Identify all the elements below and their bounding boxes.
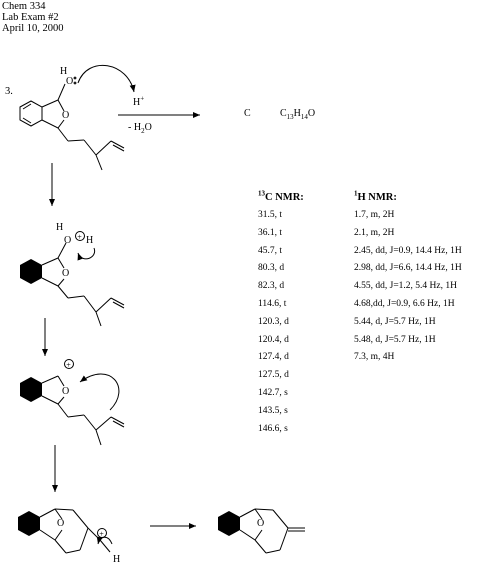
carbocation-plus: +: [66, 361, 71, 370]
final-product-structure: [218, 508, 305, 554]
bicyclic-cation-structure: [18, 508, 113, 554]
starting-alcohol-structure: [19, 64, 136, 171]
product-label: C: [244, 108, 251, 119]
nmr-peak: 127.5, d: [258, 370, 289, 381]
exam-date: April 10, 2000: [2, 23, 64, 34]
c13-nmr-title: 13C NMR:: [258, 189, 304, 203]
protonated-h-label-2: H: [86, 235, 93, 246]
ring-oxygen-label: O: [62, 110, 69, 121]
nmr-peak: 4.55, dd, J=1.2, 5.4 Hz, 1H: [354, 281, 457, 292]
nmr-peak: 31.5, t: [258, 210, 283, 220]
protonated-structure: [20, 242, 125, 327]
protonated-h-label-1: H: [56, 222, 63, 233]
course-title: Chem 334: [2, 1, 46, 12]
nmr-peak: 120.4, d: [258, 334, 289, 345]
ring-oxygen-label-2: O: [62, 268, 69, 279]
nmr-peak: 36.1, t: [258, 227, 283, 238]
reagent-acid: H+: [133, 94, 145, 108]
nmr-peak: 5.48, d, J=5.7 Hz, 1H: [354, 334, 436, 345]
nmr-peak: 146.6, s: [258, 423, 288, 434]
nmr-peak: 2.45, dd, J=0.9, 14.4 Hz, 1H: [354, 245, 462, 256]
problem-number: 3.: [5, 86, 13, 97]
product-oxygen-label: O: [257, 518, 264, 529]
nmr-peak: 7.3, m, 4H: [354, 352, 395, 363]
nmr-peak: 82.3, d: [258, 281, 285, 292]
oh-hydrogen-label: H: [60, 66, 67, 77]
bicyclic-h-label: H: [113, 554, 120, 565]
h1-nmr-title: 1H NMR:: [354, 189, 397, 203]
bicyclic-plus: +: [99, 530, 104, 539]
oxonium-plus: +: [77, 233, 82, 242]
nmr-peak: 2.98, dd, J=6.6, 14.4 Hz, 1H: [354, 263, 462, 274]
reagent-water-loss: - H2O: [128, 122, 152, 135]
nmr-peak: 5.44, d, J=5.7 Hz, 1H: [354, 316, 436, 327]
molecular-formula: C13H14O: [280, 108, 316, 121]
protonated-o-label: O: [64, 235, 71, 246]
oh-oxygen-label: O: [66, 76, 73, 87]
exam-title: Lab Exam #2: [2, 12, 59, 23]
ring-oxygen-label-3: O: [62, 386, 69, 397]
bicyclic-oxygen-label: O: [57, 518, 64, 529]
nmr-peak: 143.5, s: [258, 405, 288, 416]
carbocation-structure: [20, 373, 125, 446]
nmr-peak: 2.1, m, 2H: [354, 227, 395, 238]
nmr-peak: 1.7, m, 2H: [354, 210, 395, 220]
nmr-peak: 142.7, s: [258, 388, 288, 398]
nmr-peak: 114.6, t: [258, 299, 287, 309]
nmr-peak: 45.7, t: [258, 245, 283, 256]
nmr-peak: 120.3, d: [258, 316, 289, 327]
nmr-peak: 4.68,dd, J=0.9, 6.6 Hz, 1H: [354, 299, 455, 309]
nmr-peak: 127.4, d: [258, 352, 289, 363]
nmr-peak: 80.3, d: [258, 263, 285, 274]
